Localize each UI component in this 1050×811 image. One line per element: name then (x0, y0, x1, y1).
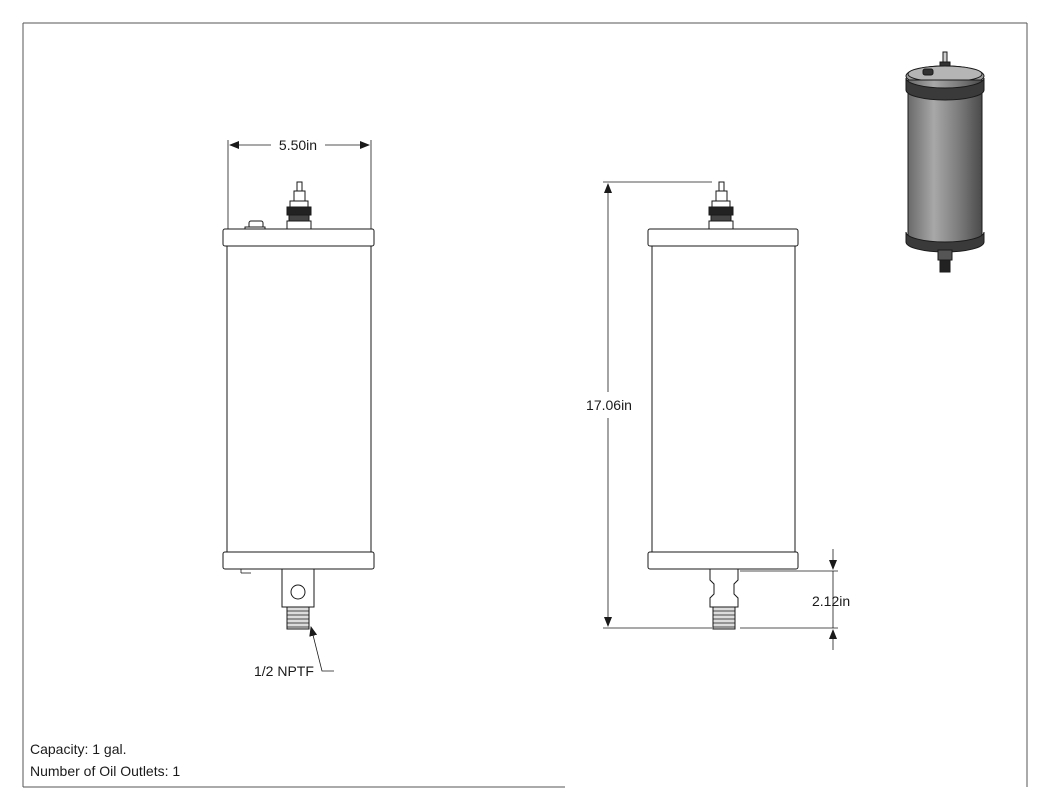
drawing-frame (22, 22, 1028, 788)
outlet-height-dimension-label: 2.12in (812, 593, 850, 609)
side-view: 17.06in 2.12in (586, 181, 850, 650)
front-view: 5.50in 1/2 NPTF (222, 137, 375, 679)
height-dimension-label: 17.06in (586, 397, 632, 413)
capacity-note: Capacity: 1 gal. (30, 741, 127, 757)
width-dimension-label: 5.50in (279, 137, 317, 153)
thread-callout-label: 1/2 NPTF (254, 663, 314, 679)
outlets-note: Number of Oil Outlets: 1 (30, 763, 181, 779)
isometric-view (905, 51, 985, 273)
